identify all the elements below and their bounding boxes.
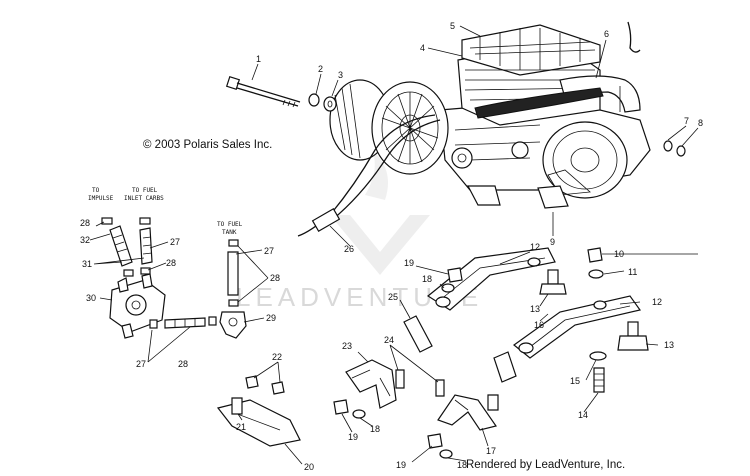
washer-18-upper[interactable] bbox=[441, 283, 455, 293]
callout-5: 5 bbox=[450, 21, 455, 31]
callout-20: 20 bbox=[304, 462, 314, 472]
spark-plug-wire[interactable] bbox=[627, 21, 641, 53]
callout-28b: 28 bbox=[166, 258, 176, 268]
watermark-logo bbox=[330, 150, 430, 275]
callout-32: 32 bbox=[80, 235, 90, 245]
leader-lines bbox=[89, 25, 699, 465]
bolt-24b[interactable] bbox=[435, 379, 445, 397]
crank-bolt[interactable] bbox=[225, 75, 301, 108]
washer-11[interactable] bbox=[588, 269, 604, 279]
callout-27c: 27 bbox=[136, 359, 146, 369]
callout-27a: 27 bbox=[170, 237, 180, 247]
callout-14: 14 bbox=[578, 410, 588, 420]
callout-31: 31 bbox=[82, 259, 92, 269]
callout-27b: 27 bbox=[264, 246, 274, 256]
callout-17: 17 bbox=[486, 446, 496, 456]
callout-29: 29 bbox=[266, 313, 276, 323]
nut-19-mid[interactable] bbox=[333, 399, 349, 415]
caption-to-fuel-inlet-1: TO FUEL bbox=[132, 187, 158, 194]
lock-nut-10[interactable] bbox=[587, 247, 603, 263]
bolt-21[interactable] bbox=[231, 397, 243, 415]
caption-to-impulse-2: IMPULSE bbox=[88, 195, 114, 202]
callout-8: 8 bbox=[698, 118, 703, 128]
callout-28d: 28 bbox=[178, 359, 188, 369]
caption-to-impulse-1: TO bbox=[92, 187, 100, 194]
nut-22a[interactable] bbox=[245, 375, 259, 389]
nut-22b[interactable] bbox=[271, 381, 285, 395]
washer[interactable] bbox=[308, 93, 320, 107]
callout-12a: 12 bbox=[530, 242, 540, 252]
mount-block-25[interactable] bbox=[403, 315, 517, 383]
callout-3: 3 bbox=[338, 70, 343, 80]
callout-13b: 13 bbox=[664, 340, 674, 350]
callout-4: 4 bbox=[420, 43, 425, 53]
callout-25: 25 bbox=[388, 292, 398, 302]
callout-18b: 18 bbox=[370, 424, 380, 434]
engine-mount-bracket-upper[interactable] bbox=[426, 247, 556, 311]
callout-18c: 18 bbox=[457, 460, 467, 470]
spacer[interactable] bbox=[323, 96, 337, 112]
callout-19b: 19 bbox=[348, 432, 358, 442]
callout-18a: 18 bbox=[422, 274, 432, 284]
engine-mount-bracket-lower[interactable] bbox=[513, 295, 642, 359]
callout-19a: 19 bbox=[404, 258, 414, 268]
nut-19-upper[interactable] bbox=[447, 267, 463, 283]
bolt-24a[interactable] bbox=[395, 369, 405, 389]
mounting-plate-20[interactable] bbox=[216, 399, 301, 447]
washer-7[interactable] bbox=[663, 140, 673, 152]
washer-18-mid[interactable] bbox=[352, 409, 366, 419]
callout-12b: 12 bbox=[652, 297, 662, 307]
copyright-text: © 2003 Polaris Sales Inc. bbox=[143, 139, 272, 151]
callout-7: 7 bbox=[684, 116, 689, 126]
callout-23: 23 bbox=[342, 341, 352, 351]
callout-22: 22 bbox=[272, 352, 282, 362]
fuel-pump-group[interactable] bbox=[101, 217, 247, 339]
washer-15[interactable] bbox=[589, 351, 607, 361]
callout-19c: 19 bbox=[396, 460, 406, 470]
callout-6: 6 bbox=[604, 29, 609, 39]
throttle-cable[interactable] bbox=[297, 114, 436, 237]
callout-30: 30 bbox=[86, 293, 96, 303]
callout-2: 2 bbox=[318, 64, 323, 74]
callout-numbers: 1 2 3 4 5 6 7 8 9 10 11 12 12 13 13 14 1… bbox=[80, 21, 703, 472]
caption-to-fuel-tank-1: TO FUEL bbox=[217, 221, 243, 228]
caption-to-fuel-inlet-2: INLET CARBS bbox=[124, 195, 164, 202]
rear-bracket-17[interactable] bbox=[437, 394, 497, 431]
callout-21: 21 bbox=[236, 422, 246, 432]
callout-10: 10 bbox=[614, 249, 624, 259]
nut-19-low[interactable] bbox=[427, 433, 443, 449]
bolt-17[interactable] bbox=[487, 394, 499, 411]
callout-16: 16 bbox=[534, 320, 544, 330]
rubber-isolator-upper[interactable] bbox=[539, 269, 567, 295]
callout-1: 1 bbox=[256, 54, 261, 64]
nut-8[interactable] bbox=[676, 145, 686, 157]
callout-24: 24 bbox=[384, 335, 394, 345]
throttle-cable-2[interactable] bbox=[331, 119, 441, 221]
rubber-isolator-lower[interactable] bbox=[617, 321, 649, 351]
front-bracket-23[interactable] bbox=[345, 359, 397, 409]
callout-15: 15 bbox=[570, 376, 580, 386]
callout-13a: 13 bbox=[530, 304, 540, 314]
callout-9: 9 bbox=[550, 237, 555, 247]
callout-28c: 28 bbox=[270, 273, 280, 283]
callout-26: 26 bbox=[344, 244, 354, 254]
washer-18-low[interactable] bbox=[439, 449, 453, 459]
caption-to-fuel-tank-2: TANK bbox=[222, 229, 237, 236]
rendered-by-text: Rendered by LeadVenture, Inc. bbox=[466, 459, 625, 471]
callout-28a: 28 bbox=[80, 218, 90, 228]
callout-11: 11 bbox=[628, 267, 637, 277]
cable-adjuster[interactable] bbox=[311, 207, 341, 233]
